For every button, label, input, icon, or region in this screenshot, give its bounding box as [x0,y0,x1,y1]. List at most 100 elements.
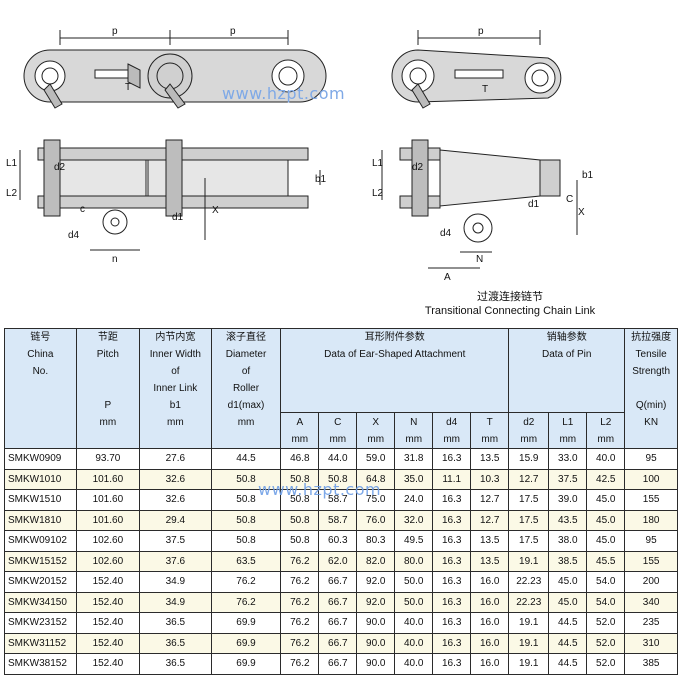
table-cell: 31.8 [394,448,434,470]
table-cell: 32.0 [394,509,434,531]
table-cell: 13.5 [470,530,510,552]
table-cell: 200 [624,571,678,593]
table-cell: 34.9 [139,571,212,593]
table-cell: 38.0 [548,530,588,552]
label-c: c [80,204,85,215]
table-cell: 49.5 [394,530,434,552]
label-a: A [444,272,451,283]
header-pin-col: L2 mm [586,412,626,449]
label-t-1: T [125,82,131,93]
header-chain-no-line: China [27,349,54,360]
table-cell: 95 [624,530,678,552]
table-cell: 385 [624,653,678,675]
label-b1-1: b1 [315,174,327,185]
table-cell: 19.1 [508,550,550,572]
table-cell: 66.7 [318,571,358,593]
table-cell: 45.0 [548,591,588,613]
table-cell: 40.0 [586,448,626,470]
transition-plan-view [381,139,578,269]
header-chain-no-line: No. [32,366,49,377]
table-cell: 44.5 [548,632,588,654]
table-cell: 310 [624,632,678,654]
header-tensile-line: Strength [632,366,671,377]
header-pitch-line: mm [99,417,117,428]
table-cell: 152.40 [75,571,141,593]
table-cell: 32.6 [139,468,212,490]
header-pin: 销轴参数 Data of Pin [508,328,626,413]
table-cell: 235 [624,612,678,634]
label-d1-1: d1 [172,212,184,223]
header-pin-col-line: d2 [523,416,535,428]
table-cell: 180 [624,509,678,531]
table-cell: 29.4 [139,509,212,531]
header-inner-width-line: mm [167,417,184,428]
label-c-upper: C [566,194,573,205]
table-cell: 16.3 [432,653,472,675]
table-cell: 35.0 [394,468,434,490]
cell-model: SMKW34150 [4,591,77,613]
table-cell: 37.5 [548,468,588,490]
label-d4-2: d4 [440,228,452,239]
header-pin-line: 销轴参数 [546,332,587,343]
table-cell: 69.9 [210,653,282,675]
header-pin-col-line: mm [597,433,615,445]
table-cell: 76.2 [280,632,320,654]
cell-model: SMKW1510 [4,489,77,511]
table-cell: 66.7 [318,632,358,654]
header-inner-width-line: of [171,366,180,377]
label-x-1: X [212,205,219,216]
table-cell: 102.60 [75,550,141,572]
table-cell: 50.0 [394,591,434,613]
header-pin-line: Data of Pin [541,349,592,360]
header-pin-col-line: L2 [600,416,612,428]
table-cell: 101.60 [75,509,141,531]
table-cell: 92.0 [356,571,396,593]
table-cell: 38.5 [548,550,588,572]
header-attachment-col-line: mm [329,433,347,445]
header-attachment-col-line: mm [291,433,309,445]
table-cell: 152.40 [75,612,141,634]
table-cell: 46.8 [280,448,320,470]
cell-model: SMKW31152 [4,632,77,654]
label-n-upper: N [476,254,483,265]
table-cell: 92.0 [356,591,396,613]
chain-plan-view-left [19,139,321,251]
table-cell: 58.7 [318,509,358,531]
table-cell: 24.0 [394,489,434,511]
table-cell: 52.0 [586,612,626,634]
cell-model: SMKW20152 [4,571,77,593]
header-roller-line: d1(max) [227,400,265,411]
table-cell: 16.3 [432,632,472,654]
table-cell: 16.0 [470,612,510,634]
header-inner-width-line: Inner Width [149,349,201,360]
cell-model: SMKW23152 [4,612,77,634]
table-cell: 90.0 [356,653,396,675]
table-cell: 37.6 [139,550,212,572]
label-d2-1: d2 [54,162,66,173]
table-cell: 95 [624,448,678,470]
header-pitch-line: P [104,400,112,411]
table-cell: 76.2 [280,653,320,675]
table-cell: 45.5 [586,550,626,572]
table-cell: 16.0 [470,632,510,654]
header-inner-width-line: 内节内宽 [155,332,196,343]
header-attachment-col-line: mm [481,433,499,445]
table-cell: 44.0 [318,448,358,470]
table-cell: 17.5 [508,509,550,531]
table-cell: 152.40 [75,653,141,675]
table-cell: 27.6 [139,448,212,470]
table-cell: 152.40 [75,591,141,613]
